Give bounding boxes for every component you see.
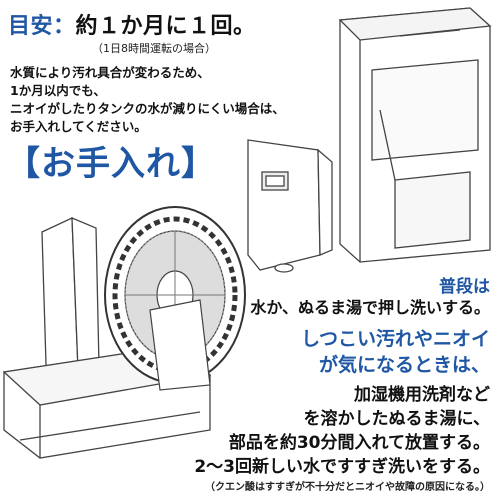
- note-line: ニオイがしたりタンクの水が減りにくい場合は、: [10, 101, 285, 116]
- humidifier-unit-drawing: [338, 7, 492, 263]
- footnote: （クエン酸はすすぎが不十分だとニオイや故障の原因になる。）: [205, 482, 490, 493]
- normal-care-text: 水か、ぬるま湯で押し洗いする。: [250, 298, 490, 317]
- guide-title-value: 約１か月に１回。: [75, 14, 256, 39]
- care-step: 2〜3回新しい水ですすぎ洗いをする。: [194, 457, 490, 477]
- care-step: を溶かしたぬるま湯に、: [303, 409, 491, 429]
- normal-care-label: 普段は: [439, 277, 490, 297]
- note-line: 水質により汚れ具合が変わるため、: [10, 65, 210, 80]
- guide-title-label: 目安：: [8, 14, 76, 39]
- tank-cap-drawing: [247, 139, 333, 273]
- care-step: 加湿機用洗剤など: [354, 385, 490, 405]
- care-heading: 【お手入れ】: [6, 144, 216, 184]
- guide-subtitle: （1日8時間運転の場合）: [92, 42, 216, 55]
- note-line: 1か月以内でも、: [10, 83, 106, 98]
- care-step: 部品を約30分間入れて放置する。: [228, 433, 490, 453]
- filter-wheel-drawing: [104, 206, 246, 391]
- guide-title: 目安：約１か月に１回。: [8, 8, 256, 40]
- tough-stain-heading-line1: しつこい汚れやニオイ: [301, 328, 490, 350]
- note-line: お手入れしてください。: [10, 119, 147, 134]
- tough-stain-heading-line2: が気になるときは、: [318, 354, 490, 376]
